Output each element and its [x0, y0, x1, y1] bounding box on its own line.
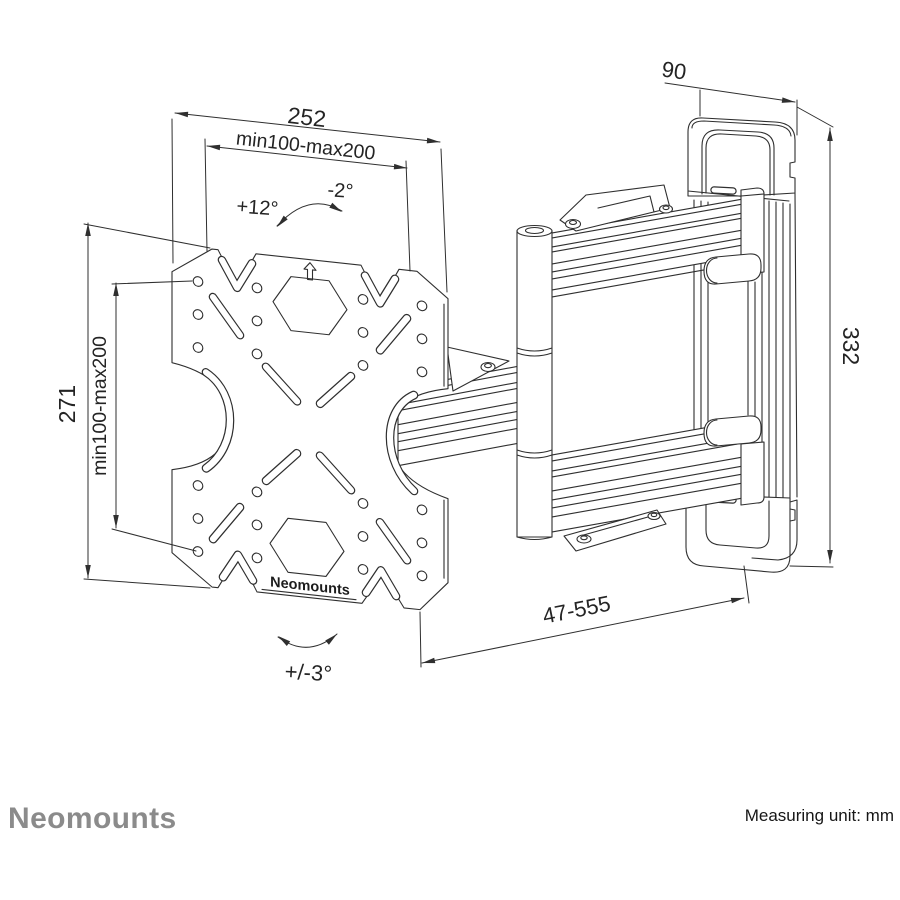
up-arrow-icon — [303, 262, 317, 281]
dim-tilt-up-label: +12° — [236, 196, 279, 221]
dim-plate-height: 271 — [54, 222, 211, 589]
dim-plate-width-label: 252 — [286, 102, 327, 132]
top-arm-bracket — [559, 184, 671, 232]
brand-logo: Neomounts — [8, 802, 177, 835]
plate-x-slots — [208, 292, 412, 565]
dim-vesa-width: min100-max200 — [204, 127, 411, 272]
dim-plate-height-label: 271 — [54, 385, 80, 423]
plate-notch-slots — [201, 255, 419, 601]
dim-bracket-height: 332 — [789, 106, 864, 568]
dim-bracket-depth-label: 90 — [660, 56, 688, 84]
top-knuckle — [703, 253, 762, 285]
middle-arm-gusset — [446, 346, 510, 392]
plate-vesa-holes — [192, 276, 428, 582]
dim-extension-range: 47-555 — [419, 565, 750, 668]
bracket-hinges — [703, 187, 765, 506]
measuring-unit-note: Measuring unit: mm — [744, 806, 894, 825]
dim-tilt-down-label: -2° — [327, 179, 354, 203]
bottom-knuckle — [703, 415, 762, 447]
pivot-column — [516, 224, 553, 541]
dim-vesa-height: min100-max200 — [89, 280, 197, 552]
vesa-plate: Neomounts — [171, 248, 449, 611]
dim-bracket-height-label: 332 — [838, 327, 864, 365]
bracket-top-cap — [687, 117, 796, 202]
dim-swivel-label: +/-3° — [284, 659, 333, 686]
wall-bracket — [685, 117, 798, 573]
dim-extension-range-label: 47-555 — [540, 591, 612, 629]
dim-vesa-height-label: min100-max200 — [89, 336, 111, 476]
support-arms — [397, 184, 765, 552]
dim-bracket-depth: 90 — [660, 56, 798, 136]
plate-hex-cutouts — [269, 276, 348, 577]
dim-plate-width: 252 — [171, 102, 448, 293]
dim-swivel-angle: +/-3° — [277, 633, 338, 686]
dim-tilt-angles: +12° -2° — [236, 179, 354, 227]
